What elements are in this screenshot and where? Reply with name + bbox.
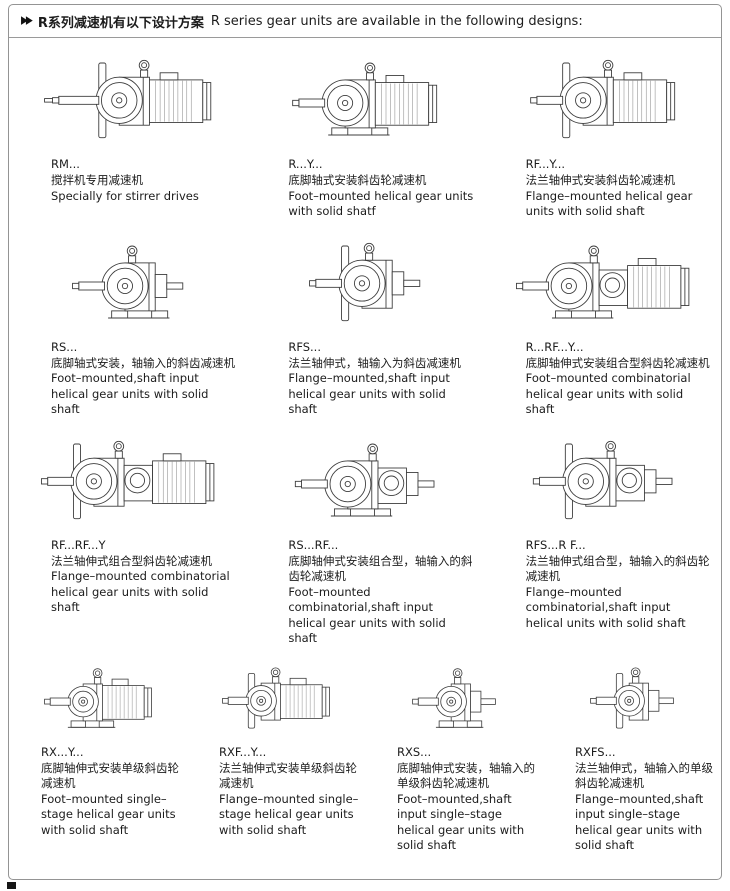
description-en: Foot–mounted single–stage helical gear u… [41,791,176,837]
gear-unit-grid-row-4: RX...Y... 底脚轴伸式安装单级斜齿轮减速机 Foot–mounted s… [9,648,721,855]
description-en: Flange–mounted single–stage helical gear… [219,791,359,837]
gear-unit-grid-row-2: RS... 底脚轴式安装，轴输入的斜齿减速机 Foot–mounted,shaf… [9,221,721,419]
gear-unit-item: RX...Y... 底脚轴伸式安装单级斜齿轮减速机 Foot–mounted s… [9,648,187,855]
page-corner-marker [7,882,16,889]
gear-unit-drawing [590,666,674,729]
description-en: Flange–mounted helical gear units with s… [525,188,693,219]
gear-unit-item: RFS...R F... 法兰轴伸式组合型，轴输入的斜齿轮减速机 Flange–… [484,419,721,648]
description-zh: 搅拌机专用减速机 [51,173,143,188]
description-zh: 法兰轴伸式组合型，轴输入的斜齿轮减速机 [525,554,710,584]
model-code: RS... [51,339,78,354]
description-en: Foot–mounted combinatorial,shaft input h… [288,584,446,646]
header-title-en: R series gear units are available in the… [210,14,583,29]
gear-unit-item: RXF...Y... 法兰轴伸式安装单级斜齿轮减速机 Flange–mounte… [187,648,365,855]
header-title-zh: R系列减速机有以下设计方案 [37,16,204,31]
description-en: Flange–mounted combinatorial helical gea… [51,569,230,615]
description-zh: 底脚轴伸式安装组合型斜齿轮减速机 [525,356,710,371]
description-zh: 底脚轴式安装斜齿轮减速机 [288,173,427,188]
gear-unit-item: RM... 搅拌机专用减速机 Specially for stirrer dri… [9,38,246,221]
description-en: Flange–mounted,shaft input single–stage … [575,791,704,852]
description-en: Specially for stirrer drives [51,188,199,203]
description-en: Flange–mounted combinatorial,shaft input… [525,584,686,630]
description-zh: 法兰轴伸式，轴输入为斜齿减速机 [288,356,461,371]
gear-unit-item: RFS... 法兰轴伸式，轴输入为斜齿减速机 Flange–mounted,sh… [246,221,483,419]
gear-unit-drawing [532,440,673,519]
model-code: RX...Y... [41,744,84,759]
gear-unit-item: R...Y... 底脚轴式安装斜齿轮减速机 Foot–mounted helic… [246,38,483,221]
gear-unit-drawing [295,443,435,517]
gear-unit-item: RXFS... 法兰轴伸式，轴输入的单级斜齿轮减速机 Flange–mounte… [543,648,721,855]
description-zh: 底脚轴伸式安装单级斜齿轮减速机 [41,760,179,791]
section-marker-icon: ▶▶ [21,14,33,28]
gear-unit-drawing [412,667,496,728]
gear-unit-item: RS...RF... 底脚轴伸式安装组合型，轴输入的斜齿轮减速机 Foot–mo… [246,419,483,648]
description-zh: 法兰轴伸式安装斜齿轮减速机 [525,173,676,188]
model-code: RXFS... [575,744,616,759]
content-frame: ▶▶ R系列减速机有以下设计方案 R series gear units are… [8,4,722,880]
gear-unit-drawing [222,666,330,729]
model-code: R...RF...Y... [525,339,584,354]
gear-unit-drawing [44,59,212,139]
gear-unit-drawing [515,245,689,319]
description-zh: 法兰轴伸式，轴输入的单级斜齿轮减速机 [575,760,713,791]
model-code: RM... [51,157,80,171]
description-zh: 法兰轴伸式组合型斜齿轮减速机 [51,554,212,569]
description-en: Foot–mounted,shaft input single–stage he… [397,791,525,852]
gear-unit-drawing [309,242,421,321]
description-zh: 法兰轴伸式安装单级斜齿轮减速机 [219,760,357,791]
gear-unit-item: RXS... 底脚轴伸式安装，轴输入的单级斜齿轮减速机 Foot–mounted… [365,648,543,855]
model-code: RF...Y... [525,157,566,171]
page-header: ▶▶ R系列减速机有以下设计方案 R series gear units are… [9,5,721,38]
gear-unit-item: RS... 底脚轴式安装，轴输入的斜齿减速机 Foot–mounted,shaf… [9,221,246,419]
gear-unit-drawing [40,440,215,519]
description-zh: 底脚轴伸式安装，轴输入的单级斜齿轮减速机 [397,760,535,791]
gear-unit-drawing [72,245,184,319]
description-zh: 底脚轴伸式安装组合型，轴输入的斜齿轮减速机 [288,554,473,584]
gear-unit-drawing [292,62,438,136]
description-en: Foot–mounted helical gear units with sol… [288,188,474,219]
model-code: RFS...R F... [525,537,586,552]
gear-unit-item: R...RF...Y... 底脚轴伸式安装组合型斜齿轮减速机 Foot–moun… [484,221,721,419]
gear-unit-grid-row-3: RF...RF...Y 法兰轴伸式组合型斜齿轮减速机 Flange–mounte… [9,419,721,648]
description-en: Foot–mounted combinatorial helical gear … [525,371,691,417]
gear-unit-item: RF...RF...Y 法兰轴伸式组合型斜齿轮减速机 Flange–mounte… [9,419,246,648]
gear-unit-grid-row-1: RM... 搅拌机专用减速机 Specially for stirrer dri… [9,38,721,221]
model-code: RF...RF...Y [51,537,106,552]
gear-unit-drawing [44,667,152,728]
model-code: RXS... [397,744,432,759]
model-code: RXF...Y... [219,744,267,759]
description-zh: 底脚轴式安装，轴输入的斜齿减速机 [51,356,235,371]
model-code: RFS... [288,339,321,354]
description-en: Foot–mounted,shaft input helical gear un… [51,371,209,417]
model-code: RS...RF... [288,537,339,552]
gear-unit-drawing [529,59,675,139]
model-code: R...Y... [288,157,323,171]
gear-unit-item: RF...Y... 法兰轴伸式安装斜齿轮减速机 Flange–mounted h… [484,38,721,221]
description-en: Flange–mounted,shaft input helical gear … [288,371,450,417]
